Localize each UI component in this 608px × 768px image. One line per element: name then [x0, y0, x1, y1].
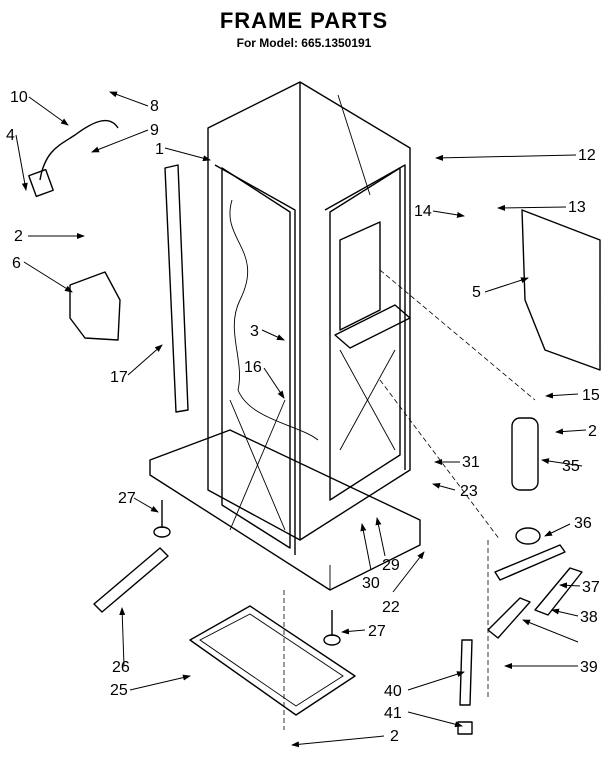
- back-panel: [521, 209, 601, 371]
- model-number: For Model: 665.1350191: [236, 36, 372, 50]
- callout-12: 12: [578, 147, 596, 164]
- side-trim-strip: [164, 164, 189, 413]
- callout-2-right: 2: [588, 423, 597, 440]
- callout-5: 5: [472, 284, 481, 301]
- callout-41: 41: [384, 705, 402, 722]
- callout-15: 15: [582, 387, 600, 404]
- callout-2-bottom: 2: [390, 728, 399, 745]
- callout-6: 6: [12, 255, 21, 272]
- power-cord: [39, 119, 119, 181]
- callout-27-bottom: 27: [368, 623, 386, 640]
- reservoir-cylinder: [511, 417, 539, 491]
- callout-31: 31: [462, 454, 480, 471]
- lever-arm: [534, 567, 583, 616]
- callout-17: 17: [110, 369, 128, 386]
- leveling-leg: [323, 610, 341, 646]
- callout-2-top: 2: [14, 228, 23, 245]
- callout-37: 37: [582, 579, 600, 596]
- callout-25: 25: [110, 682, 128, 699]
- callout-36: 36: [574, 515, 592, 532]
- callout-13: 13: [568, 199, 586, 216]
- callout-35: 35: [562, 458, 580, 475]
- diagram-title: FRAME PARTS: [219, 8, 389, 33]
- callout-26: 26: [112, 659, 130, 676]
- callout-16: 16: [244, 359, 262, 376]
- grille-strip: [93, 547, 169, 613]
- leveling-leg: [153, 500, 171, 538]
- wiring-cover: [69, 271, 121, 341]
- callout-10: 10: [10, 89, 28, 106]
- drain-pan: [189, 605, 356, 716]
- callout-23: 23: [460, 483, 478, 500]
- callout-14: 14: [414, 203, 432, 220]
- callout-9: 9: [150, 122, 159, 139]
- callout-8: 8: [150, 98, 159, 115]
- callout-22: 22: [382, 599, 400, 616]
- callout-3: 3: [250, 323, 259, 340]
- callout-38: 38: [580, 609, 598, 626]
- callout-29: 29: [382, 557, 400, 574]
- callout-1: 1: [155, 141, 164, 158]
- mount-bracket: [494, 544, 566, 581]
- callout-27-top: 27: [118, 490, 136, 507]
- base-frame: [149, 429, 421, 591]
- callout-39: 39: [580, 659, 598, 676]
- callout-labels: 10 4 8 9 1 2 6 17 3 16 12 14 13 5 15 2 3…: [6, 89, 600, 745]
- callout-40: 40: [384, 683, 402, 700]
- link-bracket: [487, 597, 531, 639]
- cabinet-frame: [207, 81, 411, 555]
- rubber-foot: [457, 721, 473, 735]
- leader-lines: [15, 91, 587, 748]
- callout-4: 4: [6, 127, 15, 144]
- spring: [459, 639, 473, 706]
- callout-30: 30: [362, 575, 380, 592]
